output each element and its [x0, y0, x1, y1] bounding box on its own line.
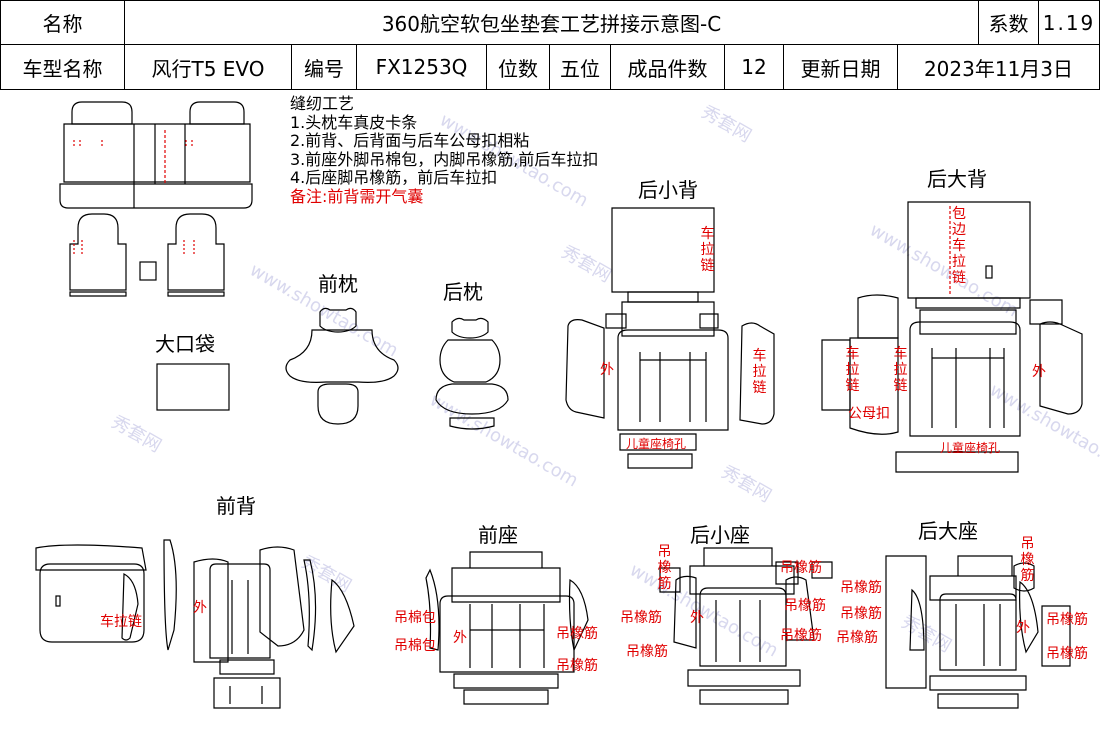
seats-label: 位数	[486, 44, 550, 90]
front-seat-pattern	[425, 551, 589, 705]
annot-elastic-rss-3: 吊橡筋	[626, 644, 668, 660]
annot-outer-rss: 外	[690, 610, 704, 626]
annot-elastic-rss-2: 吊橡筋	[620, 610, 662, 626]
annot-elastic-rbs-6: 吊橡筋	[1046, 646, 1088, 662]
rear-pillow-pattern	[435, 317, 509, 430]
seat-overview	[59, 101, 253, 297]
code-value: FX1253Q	[356, 44, 487, 90]
label-big-pocket: 大口袋	[155, 332, 215, 356]
process-notes: 缝纫工艺 1.头枕车真皮卡条 2.前背、后背面与后车公母扣相粘 3.前座外脚吊棉…	[290, 94, 599, 206]
label-rear-big-seat: 后大座	[918, 519, 978, 543]
pocket-piece	[156, 363, 230, 411]
label-rear-small-back: 后小背	[638, 178, 698, 202]
annot-zipper-rsb-2: 车拉链	[752, 348, 767, 396]
annot-outer-rsb: 外	[600, 362, 614, 378]
annot-elastic-rbs-2: 吊橡筋	[840, 580, 882, 596]
notes-item-2: 2.前背、后背面与后车公母扣相粘	[290, 131, 530, 150]
annot-cotton-fs-2: 吊棉包	[394, 638, 436, 654]
date-label: 更新日期	[783, 44, 898, 90]
annot-edge-zipper-rbb: 包边车拉链	[952, 206, 966, 286]
notes-remark: 备注:前背需开气囊	[290, 186, 424, 206]
annot-outer-rbs: 外	[1016, 620, 1030, 636]
rear-small-seat-pattern	[659, 547, 833, 705]
annot-elastic-rbs-1: 吊橡筋	[1020, 536, 1035, 584]
label-rear-pillow: 后枕	[443, 280, 483, 304]
notes-item-1: 1.头枕车真皮卡条	[290, 112, 418, 132]
header-table: 名称 360航空软包坐垫套工艺拼接示意图-C 系数 1.19 车型名称 风行T5…	[0, 0, 1100, 90]
annot-elastic-rss-1: 吊橡筋	[657, 544, 672, 592]
annot-elastic-rbs-3: 吊橡筋	[840, 606, 882, 622]
annot-zipper-rsb-1: 车拉链	[700, 226, 715, 274]
annot-zipper-fb: 车拉链	[100, 614, 142, 630]
seats-value: 五位	[549, 44, 611, 90]
annot-child-hole-rbb: 儿童座椅孔	[940, 441, 1001, 455]
label-front-seat: 前座	[478, 523, 518, 547]
annot-cotton-fs-1: 吊棉包	[394, 610, 436, 626]
model-value: 风行T5 EVO	[124, 44, 292, 90]
label-rear-big-back: 后大背	[927, 167, 987, 191]
annot-elastic-rbs-4: 吊橡筋	[836, 630, 878, 646]
rear-small-back-pattern	[565, 207, 775, 469]
annot-elastic-rss-6: 吊橡筋	[780, 628, 822, 644]
annot-outer-rbb: 外	[1032, 364, 1046, 380]
annot-outer-fs: 外	[453, 630, 467, 646]
annot-child-hole-rsb: 儿童座椅孔	[626, 437, 687, 451]
notes-item-4: 4.后座脚吊橡筋，前后车拉扣	[290, 168, 498, 187]
date-value: 2023年11月3日	[897, 44, 1100, 90]
code-label: 编号	[291, 44, 357, 90]
coef-value: 1.19	[1038, 0, 1100, 45]
label-front-back: 前背	[216, 494, 256, 518]
rear-big-seat-pattern	[885, 555, 1071, 709]
annot-elastic-fs-2: 吊橡筋	[556, 658, 598, 674]
annot-elastic-fs-1: 吊橡筋	[556, 626, 598, 642]
notes-title: 缝纫工艺	[290, 94, 355, 113]
annot-zipper-rbb-2: 车拉链	[893, 346, 908, 394]
model-label: 车型名称	[0, 44, 125, 90]
notes-item-3: 3.前座外脚吊棉包，内脚吊橡筋,前后车拉扣	[290, 149, 599, 169]
annot-elastic-rss-4: 吊橡筋	[780, 560, 822, 576]
annot-elastic-rss-5: 吊橡筋	[784, 598, 826, 614]
annot-zipper-rbb-1: 车拉链	[845, 346, 860, 394]
label-front-pillow: 前枕	[318, 272, 358, 296]
coef-label: 系数	[978, 0, 1039, 45]
label-rear-small-seat: 后小座	[690, 523, 750, 547]
front-back-pattern	[35, 539, 355, 709]
name-label: 名称	[0, 0, 125, 45]
annot-elastic-rbs-5: 吊橡筋	[1046, 612, 1088, 628]
annot-snap-rbb: 公母扣	[848, 406, 890, 422]
front-pillow-pattern	[285, 307, 399, 425]
annot-outer-fb: 外	[193, 600, 207, 616]
rear-big-back-pattern	[821, 201, 1083, 473]
